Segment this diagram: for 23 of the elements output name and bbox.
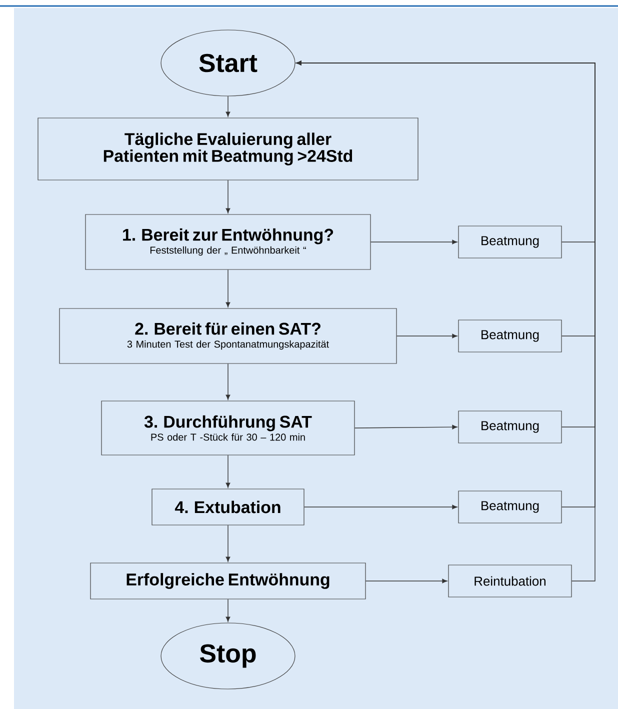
outcome-box: Beatmung [458, 490, 562, 524]
process-box: 4. Extubation [152, 488, 304, 526]
arrow [396, 334, 458, 338]
outcome-box: Beatmung [458, 410, 562, 444]
process-box: 2. Bereit für einen SAT? 3 Minuten Test der Spontanatmungskapazität [59, 308, 397, 364]
arrow [304, 504, 458, 510]
arrow [226, 363, 230, 400]
arrow [226, 454, 230, 488]
arrow [365, 578, 448, 584]
process-box: 3. Durchführung SAT PS oder T -Stück für 30 – 120 min [101, 400, 355, 456]
arrow [226, 180, 230, 214]
outcome-box: Reintubation [448, 564, 572, 598]
process-box: Erfolgreiche Entwöhnung [90, 562, 366, 600]
arrow [226, 96, 230, 117]
arrow [226, 524, 230, 562]
process-box: 1. Bereit zur Entwöhnung? Feststellung der „ Entwöhnbarkeit “ [85, 214, 371, 270]
arrow [354, 424, 458, 430]
arrow [226, 269, 230, 308]
outcome-box: Beatmung [458, 320, 562, 352]
outcome-box: Beatmung [458, 226, 562, 258]
arrow [226, 598, 230, 622]
process-box: Tägliche Evaluierung aller Patienten mit Beatmung >24Std [38, 118, 418, 180]
arrow [370, 240, 458, 244]
